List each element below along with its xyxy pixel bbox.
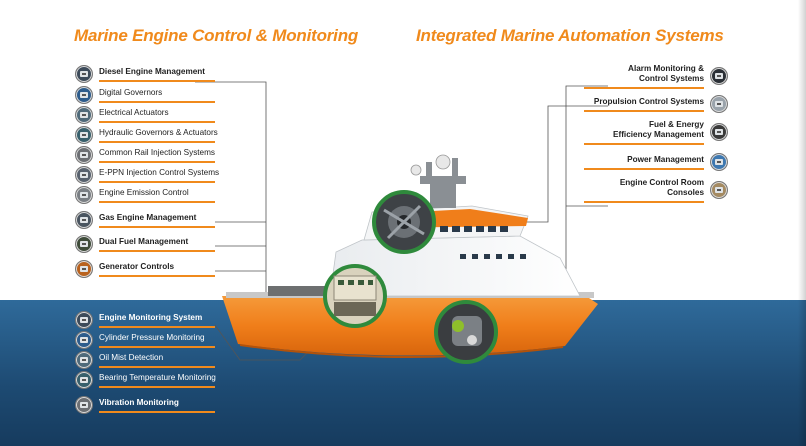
control-item-4: Hydraulic Governors & Actuators xyxy=(75,125,218,145)
control-item-7: Engine Emission Control xyxy=(75,185,215,205)
engine-room-photo xyxy=(372,190,436,254)
emission-control-icon xyxy=(75,186,93,204)
hydraulic-governor-icon xyxy=(75,126,93,144)
automation-item-4: Power Management xyxy=(580,150,728,174)
digital-governor-icon xyxy=(75,86,93,104)
item-label-line2: Efficiency Management xyxy=(613,129,704,139)
automation-item-2: Propulsion Control Systems xyxy=(580,92,728,116)
control-room-icon xyxy=(710,181,728,199)
control-item-8: Gas Engine Management xyxy=(75,210,215,230)
engine-monitoring-photo xyxy=(434,300,498,364)
gas-engine-icon xyxy=(75,211,93,229)
item-label-line2: Consoles xyxy=(667,187,704,197)
cylinder-pressure-icon xyxy=(75,331,93,349)
item-label: Engine Emission Control xyxy=(99,188,215,203)
control-item-9: Dual Fuel Management xyxy=(75,234,215,254)
title-automation-systems: Integrated Marine Automation Systems xyxy=(416,26,724,45)
control-item-1: Diesel Engine Management xyxy=(75,64,215,84)
monitoring-item-2: Cylinder Pressure Monitoring xyxy=(75,330,215,350)
power-management-icon xyxy=(710,153,728,171)
item-label: Propulsion Control Systems xyxy=(584,97,704,112)
item-label: Oil Mist Detection xyxy=(99,353,215,368)
fuel-energy-icon xyxy=(710,123,728,141)
monitoring-item-1: Engine Monitoring System xyxy=(75,310,215,330)
monitoring-item-3: Oil Mist Detection xyxy=(75,350,215,370)
item-label: Power Management xyxy=(584,155,704,170)
dual-fuel-icon xyxy=(75,235,93,253)
control-item-10: Generator Controls xyxy=(75,259,215,279)
item-label: E-PPN Injection Control Systems xyxy=(99,168,219,183)
item-label-line1: Engine Control Room xyxy=(619,177,704,187)
electrical-actuator-icon xyxy=(75,106,93,124)
ship-hull xyxy=(222,296,598,356)
page-edge-shadow xyxy=(798,0,806,446)
item-label: Vibration Monitoring xyxy=(99,398,215,413)
item-label: Generator Controls xyxy=(99,262,215,277)
vibration-icon xyxy=(75,396,93,414)
monitoring-system-icon xyxy=(75,311,93,329)
item-label: Electrical Actuators xyxy=(99,108,215,123)
control-console-photo xyxy=(323,264,387,328)
control-item-2: Digital Governors xyxy=(75,85,215,105)
item-label: Dual Fuel Management xyxy=(99,237,215,252)
item-label-line1: Propulsion Control Systems xyxy=(593,96,704,106)
item-label: Diesel Engine Management xyxy=(99,67,215,82)
item-label: Bearing Temperature Monitoring xyxy=(99,373,216,388)
bearing-temperature-icon xyxy=(75,371,93,389)
injection-control-icon xyxy=(75,166,93,184)
monitoring-item-4: Bearing Temperature Monitoring xyxy=(75,370,216,390)
propulsion-control-icon xyxy=(710,95,728,113)
item-label-line2: Control Systems xyxy=(638,73,704,83)
item-label: Common Rail Injection Systems xyxy=(99,148,215,163)
item-label: Engine Monitoring System xyxy=(99,313,215,328)
item-label-line1: Fuel & Energy xyxy=(648,119,704,129)
control-item-5: Common Rail Injection Systems xyxy=(75,145,215,165)
item-label: Cylinder Pressure Monitoring xyxy=(99,333,215,348)
item-label: Gas Engine Management xyxy=(99,213,215,228)
control-item-3: Electrical Actuators xyxy=(75,105,215,125)
monitoring-item-5: Vibration Monitoring xyxy=(75,395,215,415)
item-label: Digital Governors xyxy=(99,88,215,103)
diesel-engine-icon xyxy=(75,65,93,83)
item-label-line1: Power Management xyxy=(627,154,704,164)
alarm-monitoring-icon xyxy=(710,67,728,85)
common-rail-icon xyxy=(75,146,93,164)
title-engine-control: Marine Engine Control & Monitoring xyxy=(74,26,359,45)
automation-item-1: Alarm Monitoring &Control Systems xyxy=(580,64,728,89)
item-label-line1: Alarm Monitoring & xyxy=(628,63,704,73)
control-item-6: E-PPN Injection Control Systems xyxy=(75,165,219,185)
item-label: Alarm Monitoring &Control Systems xyxy=(584,64,704,89)
item-label: Hydraulic Governors & Actuators xyxy=(99,128,218,143)
oil-mist-icon xyxy=(75,351,93,369)
generator-icon xyxy=(75,260,93,278)
